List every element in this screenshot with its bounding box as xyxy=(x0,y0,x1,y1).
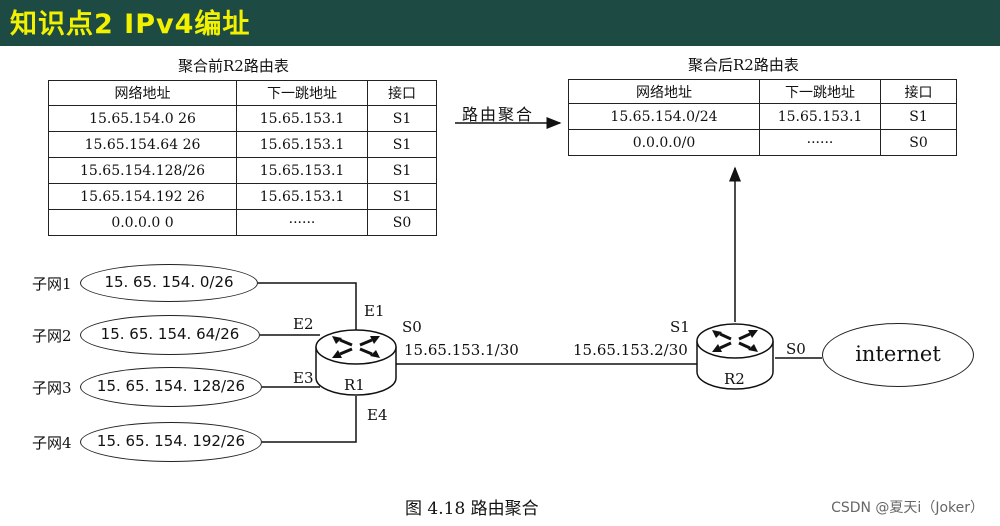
port-e3-label: E3 xyxy=(293,369,314,387)
table-cell: S0 xyxy=(880,129,957,156)
table-cell: 15.65.153.1 xyxy=(236,157,368,184)
subnet-3-label: 子网3 xyxy=(32,379,72,397)
watermark: CSDN @夏天i（Joker） xyxy=(831,500,984,516)
subnet-3-ellipse: 15. 65. 154. 128/26 xyxy=(80,367,262,407)
table-cell: 15.65.153.1 xyxy=(236,105,368,132)
subnet-2-address: 15. 65. 154. 64/26 xyxy=(100,325,240,343)
subnet-4-ellipse: 15. 65. 154. 192/26 xyxy=(80,422,262,462)
port-e1-label: E1 xyxy=(364,302,385,320)
table-cell: ······ xyxy=(236,209,368,236)
table-cell: 15.65.154.128/26 xyxy=(48,157,237,184)
table-cell: 15.65.154.0/24 xyxy=(568,103,760,130)
header-interface: 接口 xyxy=(367,80,437,106)
after-table-caption: 聚合后R2路由表 xyxy=(688,56,799,74)
subnet-1-label: 子网1 xyxy=(32,275,72,293)
header-next-hop: 下一跳地址 xyxy=(759,79,881,104)
port-e2-label: E2 xyxy=(293,315,314,333)
port-e4-label: E4 xyxy=(367,406,388,424)
before-routing-table: 网络地址 下一跳地址 接口 15.65.154.0 26 15.65.153.1… xyxy=(48,80,437,236)
r2-s0-label: S0 xyxy=(786,340,806,358)
subnet-4-label: 子网4 xyxy=(32,434,72,452)
header-network: 网络地址 xyxy=(48,80,237,106)
link-subnet4 xyxy=(262,396,357,443)
table-cell: S0 xyxy=(367,209,437,236)
table-cell: S1 xyxy=(367,105,437,132)
aggregation-label: 路由聚合 xyxy=(462,105,535,124)
table-cell: S1 xyxy=(367,183,437,210)
table-cell: 15.65.153.1 xyxy=(236,131,368,158)
table-cell: 15.65.154.64 26 xyxy=(48,131,237,158)
subnet-1-ellipse: 15. 65. 154. 0/26 xyxy=(80,264,258,302)
page-title: 知识点2 IPv4编址 xyxy=(10,9,251,40)
subnet-1-address: 15. 65. 154. 0/26 xyxy=(104,273,234,291)
header-next-hop: 下一跳地址 xyxy=(236,80,368,106)
figure-caption: 图 4.18 路由聚合 xyxy=(405,499,539,519)
table-cell: S1 xyxy=(367,131,437,158)
internet-label: internet xyxy=(855,342,941,366)
header-interface: 接口 xyxy=(880,79,957,104)
subnet-2-label: 子网2 xyxy=(32,327,72,345)
after-routing-table: 网络地址 下一跳地址 接口 15.65.154.0/24 15.65.153.1… xyxy=(568,79,957,156)
router-r1-label: R1 xyxy=(344,376,365,394)
r1-s0-label: S0 xyxy=(402,318,422,336)
table-cell: S1 xyxy=(880,103,957,130)
r2-s1-label: S1 xyxy=(670,318,690,336)
link-subnet1 xyxy=(258,282,357,330)
table-cell: 0.0.0.0/0 xyxy=(568,129,760,156)
r1-ip-label: 15.65.153.1/30 xyxy=(404,341,519,359)
internet-cloud: internet xyxy=(822,323,974,387)
table-cell: 15.65.154.0 26 xyxy=(48,105,237,132)
subnet-3-address: 15. 65. 154. 128/26 xyxy=(96,377,246,395)
subnet-4-address: 15. 65. 154. 192/26 xyxy=(96,432,246,450)
table-cell: 15.65.153.1 xyxy=(759,103,881,130)
header-network: 网络地址 xyxy=(568,79,760,104)
r2-ip-label: 15.65.153.2/30 xyxy=(573,341,688,359)
table-cell: 15.65.153.1 xyxy=(236,183,368,210)
router-r2-label: R2 xyxy=(724,370,745,388)
router-r1-icon xyxy=(315,329,397,396)
subnet-2-ellipse: 15. 65. 154. 64/26 xyxy=(80,315,260,355)
table-cell: S1 xyxy=(367,157,437,184)
table-cell: 15.65.154.192 26 xyxy=(48,183,237,210)
before-table-caption: 聚合前R2路由表 xyxy=(178,57,289,75)
router-r2-icon xyxy=(696,323,774,390)
table-cell: ······ xyxy=(759,129,881,156)
table-cell: 0.0.0.0 0 xyxy=(48,209,237,236)
